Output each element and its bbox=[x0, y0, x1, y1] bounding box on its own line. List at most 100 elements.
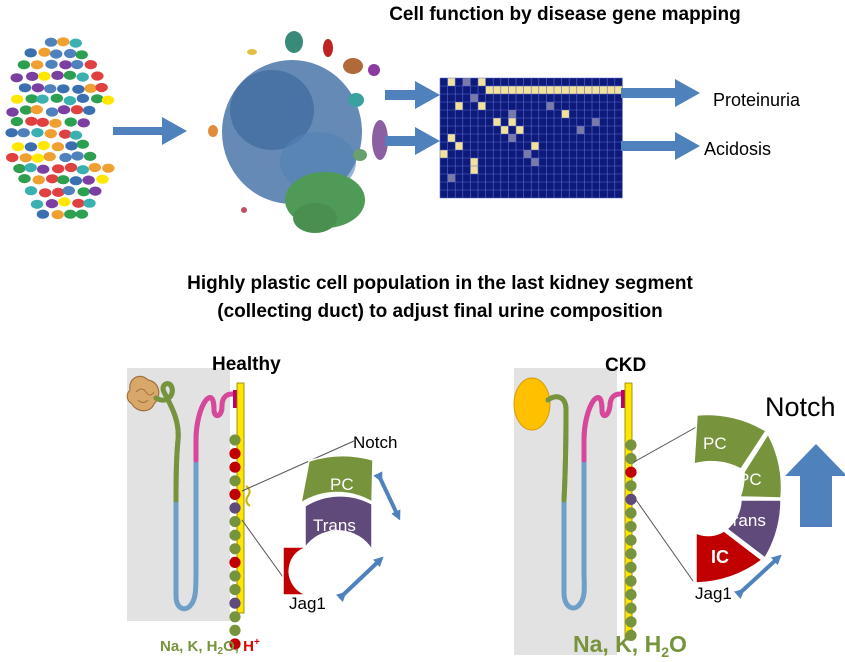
cell-dot bbox=[45, 59, 58, 69]
ckd-tubule-pink-icon bbox=[581, 391, 630, 463]
heatmap-cell bbox=[561, 86, 570, 94]
duct-cell-bead bbox=[625, 439, 637, 451]
output-proteinuria: Proteinuria bbox=[713, 90, 801, 110]
cell-dot bbox=[76, 165, 90, 175]
cell-dot bbox=[91, 94, 104, 104]
cell-dot bbox=[70, 105, 84, 115]
cell-dot bbox=[45, 199, 59, 209]
cell-dot bbox=[70, 59, 84, 70]
healthy-ions-sup: + bbox=[254, 637, 260, 648]
cell-dot bbox=[76, 139, 90, 149]
duct-cell-bead bbox=[625, 480, 637, 492]
cell-dot bbox=[52, 164, 65, 174]
cell-dot bbox=[37, 164, 50, 174]
cell-dot bbox=[89, 186, 102, 196]
heatmap-cell bbox=[500, 126, 509, 134]
cell-dot bbox=[76, 72, 89, 82]
cell-dot bbox=[83, 105, 96, 115]
heatmap-cell bbox=[554, 86, 562, 94]
duct-cell-bead bbox=[229, 624, 241, 637]
cell-dot bbox=[96, 174, 109, 184]
healthy-pc-label: PC bbox=[330, 475, 354, 494]
heatmap-cell bbox=[478, 78, 486, 86]
ckd-cell-beads bbox=[625, 439, 637, 642]
cell-dot bbox=[46, 174, 59, 184]
cell-dot bbox=[59, 152, 72, 163]
tsne-plot bbox=[208, 31, 388, 233]
cell-dot bbox=[64, 209, 77, 219]
heatmap-cell bbox=[546, 86, 554, 94]
cell-dot bbox=[63, 48, 77, 59]
ckd-ions-o: O bbox=[669, 631, 687, 657]
heatmap-cell bbox=[440, 150, 448, 158]
heatmap-cell bbox=[500, 86, 509, 94]
duct-cell-bead bbox=[229, 448, 241, 460]
cell-dot bbox=[38, 71, 51, 81]
cell-dot bbox=[51, 142, 65, 152]
arrow-to-proteinuria-icon bbox=[621, 79, 700, 107]
heatmap-cell bbox=[470, 158, 478, 166]
ckd-ions-na: Na, K, H bbox=[573, 631, 661, 657]
duct-cell-bead bbox=[229, 597, 241, 609]
cell-dot bbox=[30, 105, 43, 115]
cell-dot bbox=[24, 142, 38, 152]
cell-dot bbox=[24, 163, 37, 173]
cell-dot bbox=[57, 105, 71, 115]
cell-dot bbox=[6, 152, 19, 163]
ckd-zoom-line-top bbox=[633, 420, 708, 463]
cell-dot bbox=[13, 163, 26, 174]
cell-dot bbox=[52, 187, 65, 197]
ckd-ions: Na, K, H2O bbox=[573, 631, 687, 660]
heatmap-cell bbox=[546, 102, 554, 110]
output-acidosis: Acidosis bbox=[704, 139, 771, 159]
heatmap-cell bbox=[470, 166, 478, 174]
healthy-tubule-green-icon bbox=[153, 381, 181, 503]
cell-dot bbox=[62, 186, 75, 196]
heatmap-cell bbox=[531, 142, 539, 150]
ckd-trans-label: Trans bbox=[723, 511, 766, 530]
cell-dot bbox=[24, 48, 37, 58]
heatmap-cell bbox=[447, 78, 456, 86]
ckd-notch-label: Notch bbox=[765, 392, 836, 422]
cell-dot bbox=[77, 187, 90, 197]
healthy-zoom-line-top bbox=[241, 440, 355, 492]
heatmap-cell bbox=[531, 86, 539, 94]
cell-dot bbox=[49, 118, 62, 128]
heatmap-cell bbox=[516, 86, 524, 94]
healthy-trans-segment bbox=[304, 495, 373, 553]
ckd-title: CKD bbox=[605, 355, 646, 376]
ckd-pc-segment-2 bbox=[738, 432, 783, 499]
cell-dot bbox=[102, 163, 115, 173]
cell-dot bbox=[36, 94, 49, 104]
healthy-title: Healthy bbox=[212, 354, 281, 375]
cell-dot bbox=[18, 174, 31, 184]
cell-dot bbox=[82, 175, 95, 185]
heatmap-cell bbox=[531, 158, 539, 166]
heatmap-cell bbox=[462, 78, 471, 86]
heatmap-cell bbox=[592, 86, 600, 94]
heatmap-cell bbox=[599, 86, 608, 94]
ckd-magenta-segment bbox=[621, 390, 627, 408]
cell-dot bbox=[36, 209, 50, 219]
duct-cell-bead bbox=[229, 475, 241, 487]
cell-dot bbox=[63, 96, 77, 106]
heatmap-cell bbox=[447, 174, 456, 182]
cell-dot bbox=[39, 188, 52, 198]
cell-dot bbox=[91, 71, 104, 81]
cell-dot bbox=[95, 82, 108, 93]
heatmap-cell bbox=[485, 86, 494, 94]
cell-dot bbox=[84, 83, 97, 93]
cell-dot bbox=[72, 198, 85, 208]
cell-dot bbox=[51, 210, 64, 220]
duct-cell-bead bbox=[229, 543, 241, 555]
cell-dot bbox=[44, 84, 57, 94]
duct-cell-bead bbox=[625, 629, 637, 642]
duct-cell-bead bbox=[625, 521, 637, 533]
ckd-pc2-label: PC bbox=[738, 470, 762, 489]
heatmap-cell bbox=[493, 86, 501, 94]
heatmap-cell bbox=[508, 86, 516, 94]
healthy-pc-segment bbox=[299, 454, 374, 505]
cell-dot bbox=[88, 162, 102, 173]
ckd-tubule-green-icon bbox=[545, 394, 569, 503]
